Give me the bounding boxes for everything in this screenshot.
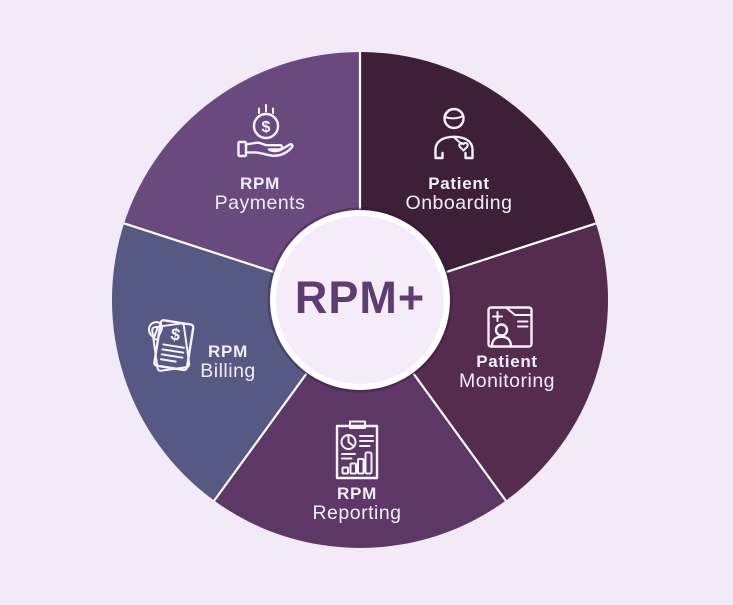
label-patient-onboarding: Patient Onboarding — [406, 175, 513, 215]
label-line2: Monitoring — [458, 369, 556, 392]
label-line2: Reporting — [312, 501, 402, 524]
segment-dividers — [123, 52, 597, 502]
report-chart-icon — [335, 420, 379, 480]
hand-coin-icon: $ — [237, 104, 294, 158]
label-line2: Payments — [214, 191, 306, 214]
svg-text:$: $ — [262, 119, 271, 136]
label-rpm-payments: RPM Payments — [215, 175, 306, 215]
label-line2: Onboarding — [405, 191, 513, 214]
segment-rpm-reporting — [214, 300, 506, 548]
person-heart-icon — [434, 107, 474, 160]
center-disc — [276, 216, 444, 384]
invoice-icon: $ — [148, 319, 195, 372]
label-line1: RPM — [240, 174, 280, 193]
label-line1: RPM — [337, 484, 377, 503]
label-rpm-reporting: RPM Reporting — [312, 485, 401, 525]
label-line1: Patient — [476, 352, 538, 371]
label-line1: RPM — [208, 342, 248, 361]
medical-record-icon — [487, 306, 533, 348]
svg-text:$: $ — [169, 325, 182, 345]
label-rpm-billing: RPM Billing — [200, 343, 256, 383]
label-line2: Billing — [200, 359, 256, 382]
ring-shadow — [267, 207, 453, 393]
label-patient-monitoring: Patient Monitoring — [459, 353, 555, 393]
label-line1: Patient — [428, 174, 490, 193]
center-label: RPM+ — [294, 271, 426, 323]
